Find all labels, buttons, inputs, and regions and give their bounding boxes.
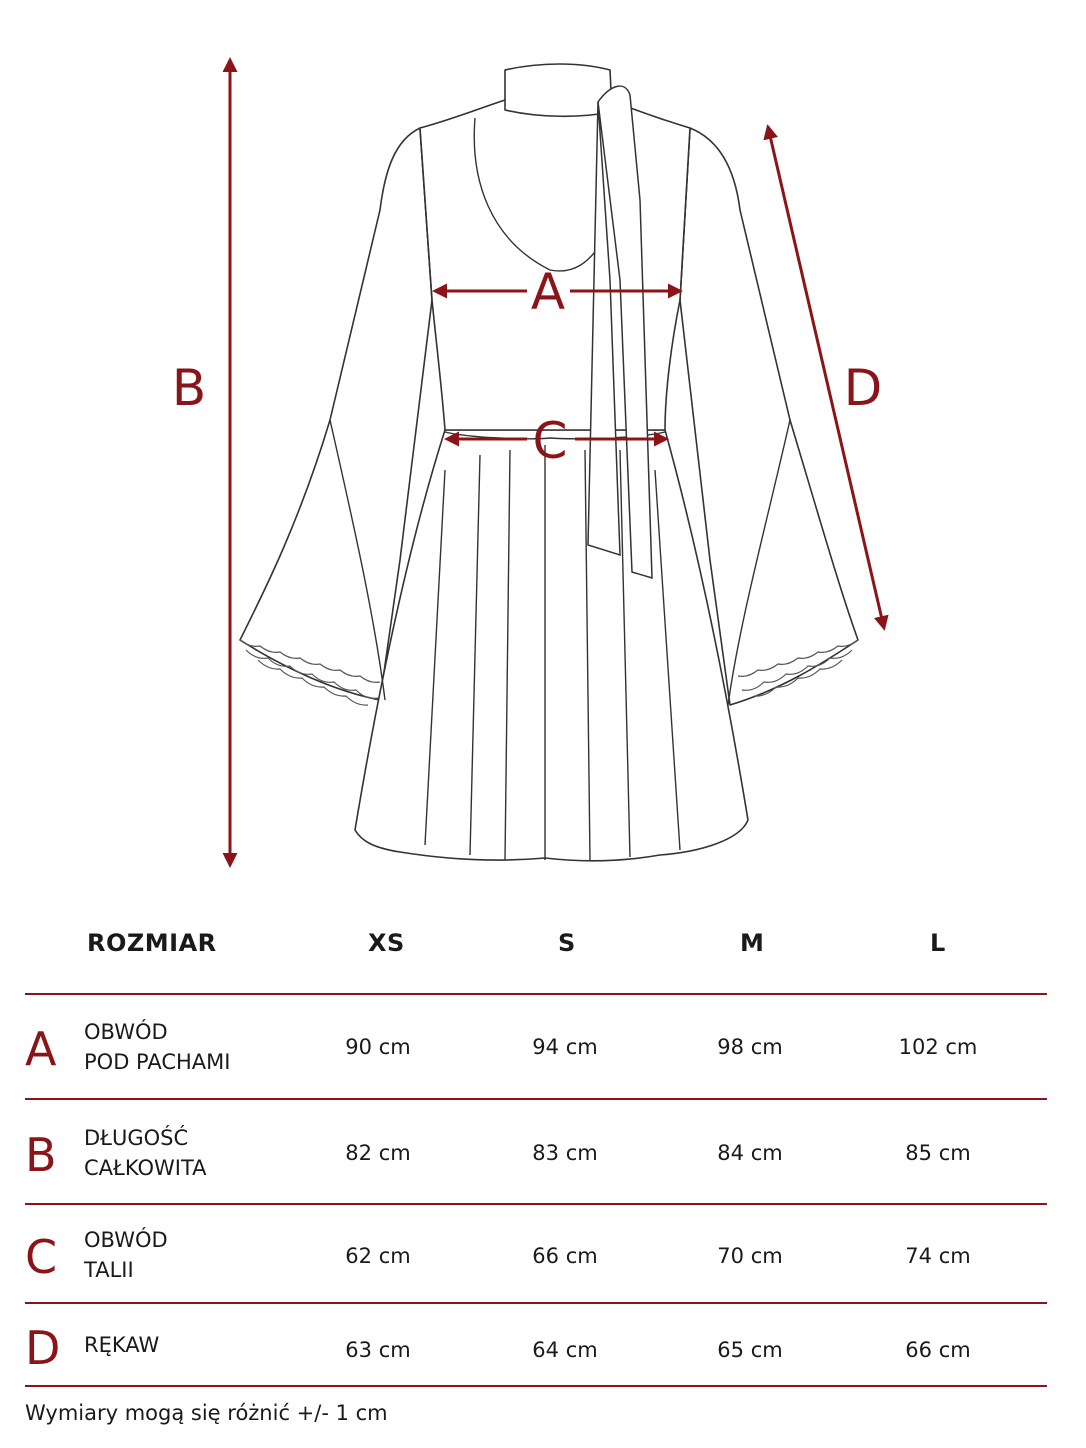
row-label: RĘKAW [84, 1330, 159, 1360]
row-letter: D [25, 1321, 61, 1375]
size-table: ROZMIAR XS S M L A OBWÓD POD PACHAMI 90 … [25, 915, 1047, 1387]
table-row: B DŁUGOŚĆ CAŁKOWITA 82 cm 83 cm 84 cm 85… [25, 1100, 1047, 1205]
tie-scarf [587, 85, 653, 580]
row-label: OBWÓD POD PACHAMI [84, 1017, 231, 1077]
row-label-line: RĘKAW [84, 1333, 160, 1357]
cell-value: 102 cm [898, 1035, 978, 1059]
cell-value: 82 cm [345, 1141, 411, 1165]
row-label-line: TALII [84, 1258, 134, 1282]
dimension-label-c: C [533, 412, 568, 470]
row-letter: C [25, 1230, 58, 1284]
lace-trim [239, 639, 859, 706]
row-label-line: DŁUGOŚĆ [84, 1126, 189, 1150]
row-label: OBWÓD TALII [84, 1225, 168, 1285]
cell-value: 70 cm [717, 1244, 783, 1268]
header-xs: XS [368, 929, 405, 957]
cell-value: 94 cm [532, 1035, 598, 1059]
table-row: D RĘKAW 63 cm 64 cm 65 cm 66 cm [25, 1304, 1047, 1387]
cell-value: 74 cm [905, 1244, 971, 1268]
cell-value: 63 cm [345, 1338, 411, 1362]
row-letter: B [25, 1128, 57, 1182]
row-letter: A [25, 1022, 57, 1076]
header-s: S [558, 929, 576, 957]
row-label-line: POD PACHAMI [84, 1050, 231, 1074]
row-label-line: CAŁKOWITA [84, 1156, 207, 1180]
measurement-note: Wymiary mogą się różnić +/- 1 cm [25, 1401, 388, 1425]
row-label-line: OBWÓD [84, 1020, 168, 1044]
cell-value: 84 cm [717, 1141, 783, 1165]
cell-value: 62 cm [345, 1244, 411, 1268]
table-row: A OBWÓD POD PACHAMI 90 cm 94 cm 98 cm 10… [25, 995, 1047, 1100]
dress-details [329, 117, 791, 861]
dimension-label-d: D [844, 359, 883, 417]
cell-value: 90 cm [345, 1035, 411, 1059]
dress-illustration: A B C D [172, 57, 889, 868]
dimension-label-b: B [172, 359, 206, 417]
header-rozmiar: ROZMIAR [87, 929, 217, 957]
size-table-header: ROZMIAR XS S M L [25, 915, 1047, 995]
header-m: M [740, 929, 765, 957]
row-label: DŁUGOŚĆ CAŁKOWITA [84, 1123, 207, 1183]
dimension-arrow-d [763, 124, 889, 631]
dimension-label-a: A [531, 263, 565, 321]
cell-value: 65 cm [717, 1338, 783, 1362]
cell-value: 64 cm [532, 1338, 598, 1362]
cell-value: 66 cm [905, 1338, 971, 1362]
cell-value: 66 cm [532, 1244, 598, 1268]
cell-value: 85 cm [905, 1141, 971, 1165]
table-row: C OBWÓD TALII 62 cm 66 cm 70 cm 74 cm [25, 1205, 1047, 1304]
header-l: L [930, 929, 946, 957]
cell-value: 83 cm [532, 1141, 598, 1165]
row-label-line: OBWÓD [84, 1228, 168, 1252]
cell-value: 98 cm [717, 1035, 783, 1059]
